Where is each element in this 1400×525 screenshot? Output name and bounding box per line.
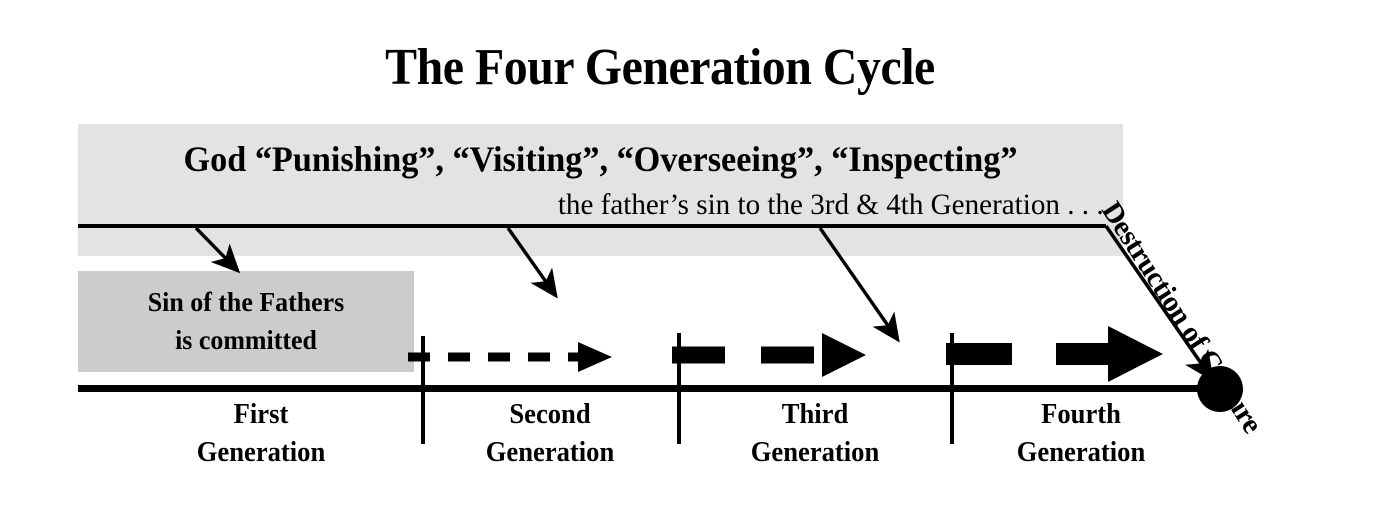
banner-headline: God “Punishing”, “Visiting”, “Overseeing… bbox=[183, 139, 1018, 179]
generation-word: Generation bbox=[196, 437, 326, 468]
generation-divider-tick-2 bbox=[677, 333, 681, 444]
generation-word: Generation bbox=[1016, 437, 1146, 468]
page-title: The Four Generation Cycle bbox=[385, 39, 935, 96]
generation-label-third: Third Generation bbox=[692, 396, 937, 472]
banner-subline: the father’s sin to the 3rd & 4th Genera… bbox=[557, 188, 1104, 221]
generation-ordinal: First bbox=[233, 399, 289, 430]
timeline-baseline bbox=[78, 385, 1228, 392]
generation-word: Generation bbox=[750, 437, 880, 468]
generation-ordinal: Fourth bbox=[1041, 399, 1121, 430]
generation-label-second: Second Generation bbox=[430, 396, 669, 472]
banner-underline-rule bbox=[78, 224, 1106, 228]
generation-divider-tick-1 bbox=[421, 336, 425, 444]
sin-box-line-1: Sin of the Fathers bbox=[147, 287, 345, 317]
sin-of-the-fathers-text: Sin of the Fathers is committed bbox=[85, 283, 408, 359]
generation-ordinal: Second bbox=[509, 399, 591, 430]
progression-arrow-fourth-generation bbox=[946, 326, 1163, 382]
sin-of-the-fathers-box bbox=[78, 271, 414, 372]
god-punishing-banner bbox=[78, 124, 1123, 256]
generation-divider-tick-3 bbox=[950, 333, 954, 444]
progression-arrow-second-generation bbox=[408, 342, 612, 372]
generation-label-fourth: Fourth Generation bbox=[957, 396, 1206, 472]
progression-arrow-third-generation bbox=[672, 333, 866, 377]
generation-ordinal: Third bbox=[781, 399, 849, 430]
generation-label-first: First Generation bbox=[138, 396, 383, 472]
sin-box-line-2: is committed bbox=[175, 325, 317, 355]
generation-word: Generation bbox=[485, 437, 615, 468]
